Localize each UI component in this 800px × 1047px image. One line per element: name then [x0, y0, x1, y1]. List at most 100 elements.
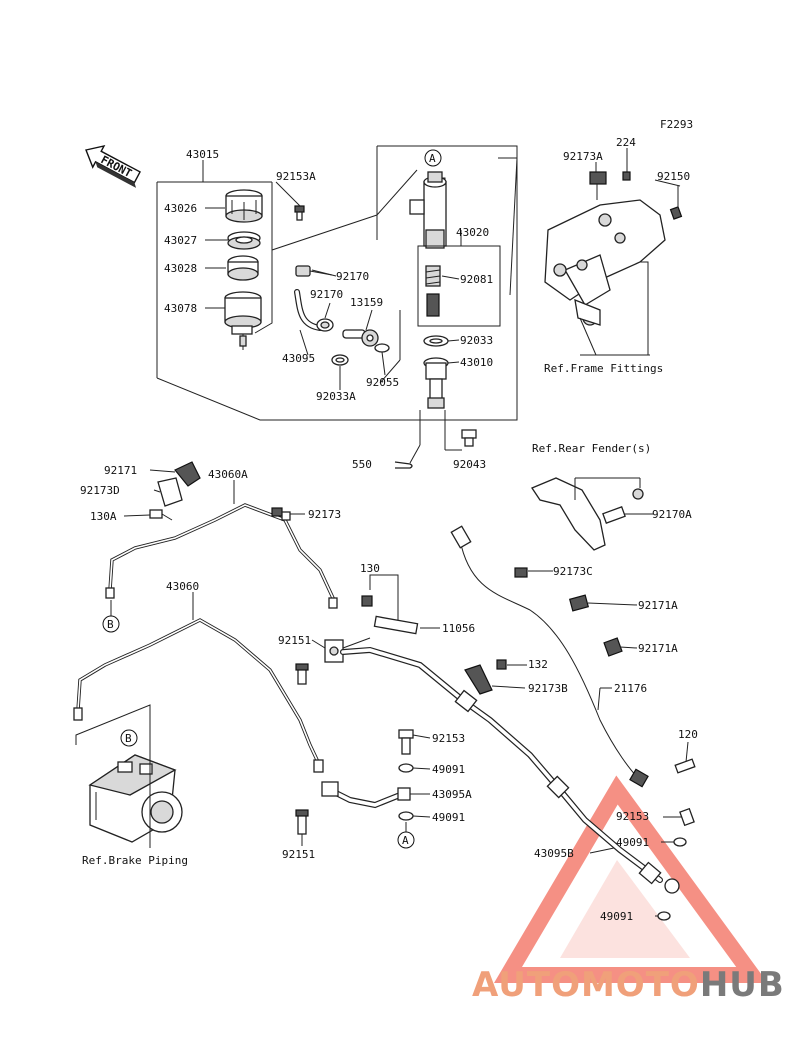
- part-92153: 92153: [432, 732, 465, 745]
- clamp-92170-b: [316, 318, 334, 332]
- reservoir-diaphragm: [227, 255, 259, 281]
- part-43015: 43015: [186, 148, 219, 161]
- leader-lines: [123, 179, 689, 917]
- piston-43020: [426, 293, 440, 317]
- watermark-triangle: [494, 775, 768, 983]
- junction-block: [324, 615, 419, 663]
- callout-a-top: A: [424, 149, 442, 167]
- ref-frame-fittings: Ref.Frame Fittings: [544, 362, 663, 375]
- ref-rear-fender: Ref.Rear Fender(s): [532, 442, 651, 455]
- part-92170-a: 92170: [336, 270, 369, 283]
- callout-b-abs: B: [120, 729, 138, 747]
- part-92173c: 92173C: [553, 565, 593, 578]
- bolt-92151a: [295, 663, 309, 685]
- part-49091-c: 49091: [616, 836, 649, 849]
- ref-brake-piping: Ref.Brake Piping: [82, 854, 188, 867]
- abs-unit: [88, 754, 183, 843]
- reservoir-tank: [224, 291, 262, 350]
- svg-text:B: B: [107, 618, 114, 631]
- svg-text:B: B: [125, 732, 132, 745]
- rear-fender-bracket: [531, 477, 644, 551]
- master-cylinder-body: [409, 171, 447, 249]
- part-92153-b: 92153: [616, 810, 649, 823]
- part-21176: 21176: [614, 682, 647, 695]
- part-92173b: 92173B: [528, 682, 568, 695]
- svg-text:A: A: [402, 834, 409, 847]
- clip-92173: [271, 507, 291, 521]
- sensor-21176: [450, 525, 649, 788]
- part-92033a: 92033A: [316, 390, 356, 403]
- washer-49091d: [657, 911, 671, 921]
- clamp-92173b: [464, 664, 493, 695]
- part-92171a-b: 92171A: [638, 642, 678, 655]
- pushrod-43010: [423, 357, 449, 409]
- clamp-92170: [295, 265, 333, 277]
- part-92171a-a: 92171A: [638, 599, 678, 612]
- part-92173: 92173: [308, 508, 341, 521]
- part-92055: 92055: [366, 376, 399, 389]
- circlip-92055: [374, 343, 390, 353]
- part-550: 550: [352, 458, 372, 471]
- part-43078: 43078: [164, 302, 197, 315]
- frame-fitting-bracket: [544, 171, 683, 326]
- part-92170a: 92170A: [652, 508, 692, 521]
- svg-text:A: A: [429, 152, 436, 165]
- bolt-92151b: [295, 809, 309, 835]
- part-92173d: 92173D: [80, 484, 120, 497]
- part-92150: 92150: [657, 170, 690, 183]
- part-92151-b: 92151: [282, 848, 315, 861]
- part-43020: 43020: [456, 226, 489, 239]
- cotter-pin-550: [394, 461, 413, 469]
- part-92151-a: 92151: [278, 634, 311, 647]
- part-92153a: 92153A: [276, 170, 316, 183]
- reservoir-cap: [225, 189, 263, 223]
- banjo-bolt-92153: [398, 729, 414, 755]
- part-92033: 92033: [460, 334, 493, 347]
- part-labels: 43015 43026 43027 43028 43078 92153A 921…: [80, 136, 698, 923]
- reservoir-plate: [227, 231, 261, 250]
- clamp-92171: [149, 461, 201, 521]
- washer-49091c: [673, 837, 687, 847]
- bolt-130: [361, 595, 373, 607]
- watermark-part2: HUB: [700, 965, 785, 1005]
- part-43026: 43026: [164, 202, 197, 215]
- front-arrow-icon: FRONT: [85, 144, 141, 188]
- watermark-part1: AUTOMOTO: [472, 965, 700, 1005]
- bolt-92153b: [679, 807, 695, 827]
- part-11056: 11056: [442, 622, 475, 635]
- bolt-132: [496, 659, 507, 670]
- part-43027: 43027: [164, 234, 197, 247]
- spring-92081: [425, 265, 441, 287]
- part-43095b: 43095B: [534, 847, 574, 860]
- bolt-92153a: [294, 205, 305, 221]
- part-49091-d: 49091: [600, 910, 633, 923]
- oring-92033a: [331, 354, 349, 366]
- washer-49091b: [398, 811, 414, 821]
- part-49091-a: 49091: [432, 763, 465, 776]
- part-92043: 92043: [453, 458, 486, 471]
- part-43095a: 43095A: [432, 788, 472, 801]
- bolt-120: [674, 758, 696, 774]
- part-224: 224: [616, 136, 636, 149]
- clip-92173c: [514, 567, 528, 578]
- watermark-logo: AUTOMOTOHUB: [472, 965, 785, 1005]
- part-130: 130: [360, 562, 380, 575]
- part-43060a: 43060A: [208, 468, 248, 481]
- part-130a: 130A: [90, 510, 117, 523]
- part-92173a: 92173A: [563, 150, 603, 163]
- part-43028: 43028: [164, 262, 197, 275]
- svg-text:AUTOMOTOHUB: AUTOMOTOHUB: [472, 965, 785, 1005]
- part-49091-b: 49091: [432, 811, 465, 824]
- grommet-92171a-b: [603, 637, 623, 657]
- part-92171: 92171: [104, 464, 137, 477]
- master-cylinder-group-outline: [156, 145, 518, 421]
- washer-49091a: [398, 763, 414, 773]
- part-43060: 43060: [166, 580, 199, 593]
- callout-a-bottom: A: [397, 831, 415, 849]
- part-13159: 13159: [350, 296, 383, 309]
- part-132: 132: [528, 658, 548, 671]
- fitting-13159: [342, 329, 379, 347]
- oring-92033: [423, 335, 449, 347]
- grommet-92171a-a: [568, 594, 590, 612]
